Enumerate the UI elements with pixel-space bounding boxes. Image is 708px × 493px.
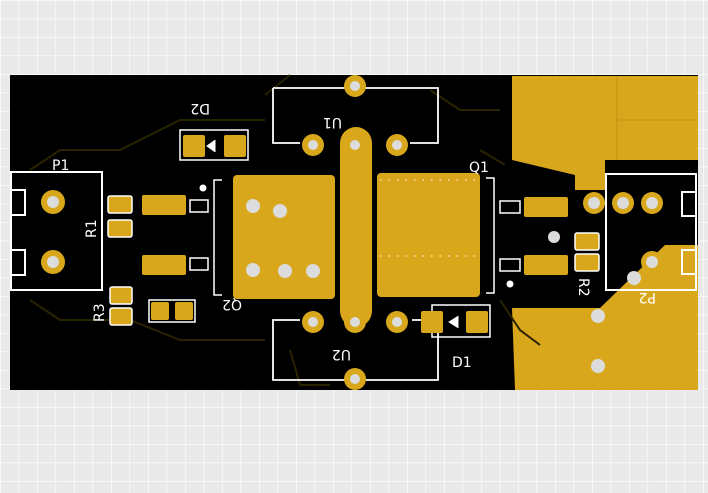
- r3-pad-2: [109, 307, 133, 326]
- q2-pad-2: [142, 255, 186, 275]
- p2-outline: [605, 173, 697, 291]
- r1-pad-2: [107, 219, 133, 238]
- label-u1: U1: [323, 114, 342, 130]
- d2-pad-1: [183, 135, 205, 157]
- copper-pour-right-center: [377, 173, 480, 297]
- d2-symbol: [206, 140, 216, 152]
- p1-tab-top: [10, 189, 26, 216]
- diode-d2: D2: [179, 100, 249, 161]
- transistor-q2: Q2: [142, 179, 242, 312]
- small-pad-pair: [148, 299, 196, 323]
- p1-outline: [10, 171, 103, 291]
- r1-pad-1: [107, 195, 133, 214]
- p2-tab-bottom: [681, 249, 697, 275]
- p2-tab-top: [681, 191, 697, 217]
- resistor-r2: R2: [574, 232, 600, 297]
- diode-d1: D1: [421, 304, 491, 371]
- q1-pin1-dot: [506, 280, 514, 288]
- q2-bracket: [213, 179, 222, 296]
- q2-pad-1: [142, 195, 186, 215]
- resistor-r1: R1: [84, 195, 133, 238]
- resistor-r3: R3: [92, 286, 133, 326]
- d1-pad-2: [466, 311, 488, 333]
- d1-symbol: [448, 316, 459, 328]
- r2-pad-2: [574, 253, 600, 272]
- vias: [548, 231, 641, 373]
- q2-pin1-dot: [199, 184, 207, 192]
- copper-pour-bottom-right: [512, 245, 698, 390]
- q1-pad-2: [524, 255, 568, 275]
- connector-p1: P1: [10, 158, 103, 291]
- label-r1: R1: [84, 219, 100, 238]
- small-pad-right: [175, 302, 193, 320]
- copper-center-bar: [340, 127, 372, 327]
- copper-pour-left-center: [233, 175, 335, 299]
- d2-outline: [179, 129, 249, 161]
- label-u2: U2: [332, 346, 351, 362]
- copper-pour-top-right: [512, 76, 698, 190]
- d1-pad-1: [421, 311, 443, 333]
- regulator-u2: U2: [272, 311, 439, 390]
- r2-pad-1: [574, 232, 600, 251]
- label-r2: R2: [575, 278, 591, 297]
- copper-pour-lines: [616, 76, 698, 160]
- transistor-q1: Q1: [469, 160, 568, 294]
- p1-pin-2-drill: [47, 256, 59, 268]
- vias-left-pour: [246, 199, 320, 278]
- r3-pad-1: [109, 286, 133, 305]
- label-q1: Q1: [469, 160, 489, 176]
- label-q2: Q2: [222, 296, 242, 312]
- label-p2: P2: [639, 289, 656, 305]
- label-d1: D1: [452, 355, 472, 371]
- q1-bracket: [486, 177, 495, 294]
- label-d2: D2: [190, 100, 210, 116]
- regulator-u1: U1: [272, 75, 439, 156]
- p1-tab-bottom: [10, 249, 26, 276]
- q1-pad-1: [524, 197, 568, 217]
- p1-pin-1-drill: [47, 196, 59, 208]
- small-pad-left: [151, 302, 169, 320]
- label-r3: R3: [92, 303, 108, 322]
- label-p1: P1: [52, 158, 69, 174]
- d2-pad-2: [224, 135, 246, 157]
- connector-p2: P2: [583, 173, 697, 305]
